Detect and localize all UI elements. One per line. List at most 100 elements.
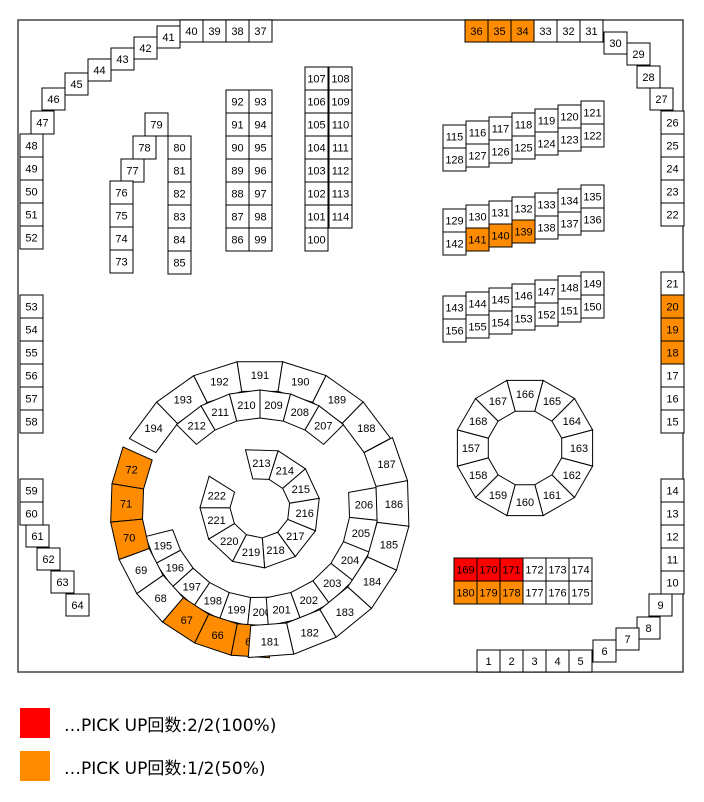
- machine-cell[interactable]: [328, 204, 353, 229]
- legend-half-label: …PICK UP回数:1/2(50%): [64, 758, 266, 779]
- machine-label: 62: [42, 554, 54, 566]
- machine-label: 163: [570, 443, 588, 455]
- machine-cell[interactable]: [87, 58, 112, 82]
- machine-cell[interactable]: [648, 593, 673, 617]
- machine-label: 48: [25, 141, 37, 153]
- legend-half: …PICK UP回数:1/2(50%): [20, 751, 266, 781]
- machine-label: 105: [307, 120, 325, 132]
- machine-cell[interactable]: [474, 379, 516, 422]
- machine-label: 127: [468, 151, 486, 163]
- machine-cell[interactable]: [19, 225, 44, 250]
- machine-cell[interactable]: [580, 123, 605, 148]
- machine-cell[interactable]: [167, 250, 192, 275]
- machine-label: 103: [307, 166, 325, 178]
- machine-cell[interactable]: [50, 570, 75, 594]
- machine-cell[interactable]: [660, 202, 685, 227]
- machine-cell[interactable]: [247, 622, 295, 659]
- machine-label: 196: [166, 563, 184, 575]
- machine-cell[interactable]: [304, 227, 329, 252]
- machine-label: 42: [139, 43, 151, 55]
- machine-label: 186: [385, 499, 403, 511]
- machine-label: 172: [525, 565, 543, 577]
- machine-cell[interactable]: [248, 227, 273, 252]
- machine-cell[interactable]: [248, 19, 273, 43]
- machine-cell[interactable]: [41, 87, 66, 111]
- machine-cell[interactable]: [568, 580, 593, 605]
- machine-label: 128: [445, 155, 463, 167]
- machine-label: 41: [162, 32, 174, 44]
- machine-label: 95: [254, 143, 266, 155]
- machine-label: 70: [123, 533, 135, 545]
- machine-label: 72: [125, 465, 137, 477]
- machine-label: 64: [71, 600, 83, 612]
- machine-cell[interactable]: [636, 65, 661, 89]
- machine-label: 206: [355, 499, 373, 511]
- machine-cell[interactable]: [568, 649, 593, 673]
- machine-label: 193: [174, 395, 192, 407]
- machine-label: 198: [204, 596, 222, 608]
- machine-cell[interactable]: [580, 207, 605, 232]
- machine-label: 192: [210, 376, 228, 388]
- machine-cell[interactable]: [304, 405, 345, 446]
- machine-label: 161: [543, 490, 561, 502]
- machine-cell[interactable]: [592, 639, 617, 663]
- machine-label: 86: [231, 235, 243, 247]
- machine-cell[interactable]: [580, 294, 605, 319]
- machine-label: 102: [307, 189, 325, 201]
- legend-full: …PICK UP回数:2/2(100%): [20, 708, 276, 738]
- machine-label: 17: [666, 371, 678, 383]
- machine-label: 37: [254, 26, 266, 38]
- machine-label: 30: [609, 38, 621, 50]
- machine-label: 91: [231, 120, 243, 132]
- machine-cell[interactable]: [199, 475, 236, 509]
- machine-label: 153: [514, 314, 532, 326]
- machine-cell[interactable]: [649, 87, 674, 111]
- machine-label: 215: [292, 484, 310, 496]
- machine-cell[interactable]: [36, 547, 61, 571]
- machine-label: 74: [115, 234, 127, 246]
- machine-label: 63: [56, 577, 68, 589]
- machine-label: 171: [502, 565, 520, 577]
- machine-cell[interactable]: [25, 524, 50, 548]
- machine-cell[interactable]: [660, 409, 685, 434]
- machine-label: 15: [666, 417, 678, 429]
- machine-label: 151: [560, 306, 578, 318]
- machine-cell[interactable]: [109, 249, 134, 274]
- machine-label: 124: [537, 139, 555, 151]
- machine-label: 13: [666, 509, 678, 521]
- machine-cell[interactable]: [19, 409, 44, 434]
- machine-label: 33: [539, 26, 551, 38]
- machine-label: 40: [185, 26, 197, 38]
- machine-label: 220: [220, 536, 238, 548]
- machine-cell[interactable]: [65, 593, 90, 617]
- machine-cell[interactable]: [64, 72, 89, 96]
- machine-label: 93: [254, 97, 266, 109]
- machine-label: 155: [468, 322, 486, 334]
- machine-label: 120: [560, 112, 578, 124]
- machine-cell[interactable]: [626, 42, 651, 66]
- machine-label: 38: [231, 26, 243, 38]
- machine-label: 115: [446, 132, 464, 144]
- machine-label: 89: [231, 166, 243, 178]
- machine-label: 141: [468, 235, 486, 247]
- machine-label: 85: [173, 258, 185, 270]
- machine-label: 114: [332, 212, 350, 224]
- machine-label: 6: [601, 646, 607, 658]
- machine-label: 19: [666, 325, 678, 337]
- machine-cell[interactable]: [579, 19, 604, 43]
- machine-label: 208: [291, 407, 309, 419]
- machine-label: 27: [655, 94, 667, 106]
- machine-label: 199: [227, 604, 245, 616]
- machine-label: 213: [252, 458, 270, 470]
- machine-label: 131: [491, 208, 509, 220]
- machine-label: 101: [307, 212, 325, 224]
- machine-label: 73: [115, 257, 127, 269]
- machine-label: 100: [307, 235, 325, 247]
- machine-label: 116: [469, 128, 487, 140]
- machine-label: 162: [563, 470, 581, 482]
- machine-label: 184: [363, 576, 381, 588]
- machine-label: 87: [231, 212, 243, 224]
- machine-cell[interactable]: [615, 627, 640, 651]
- machine-label: 158: [469, 470, 487, 482]
